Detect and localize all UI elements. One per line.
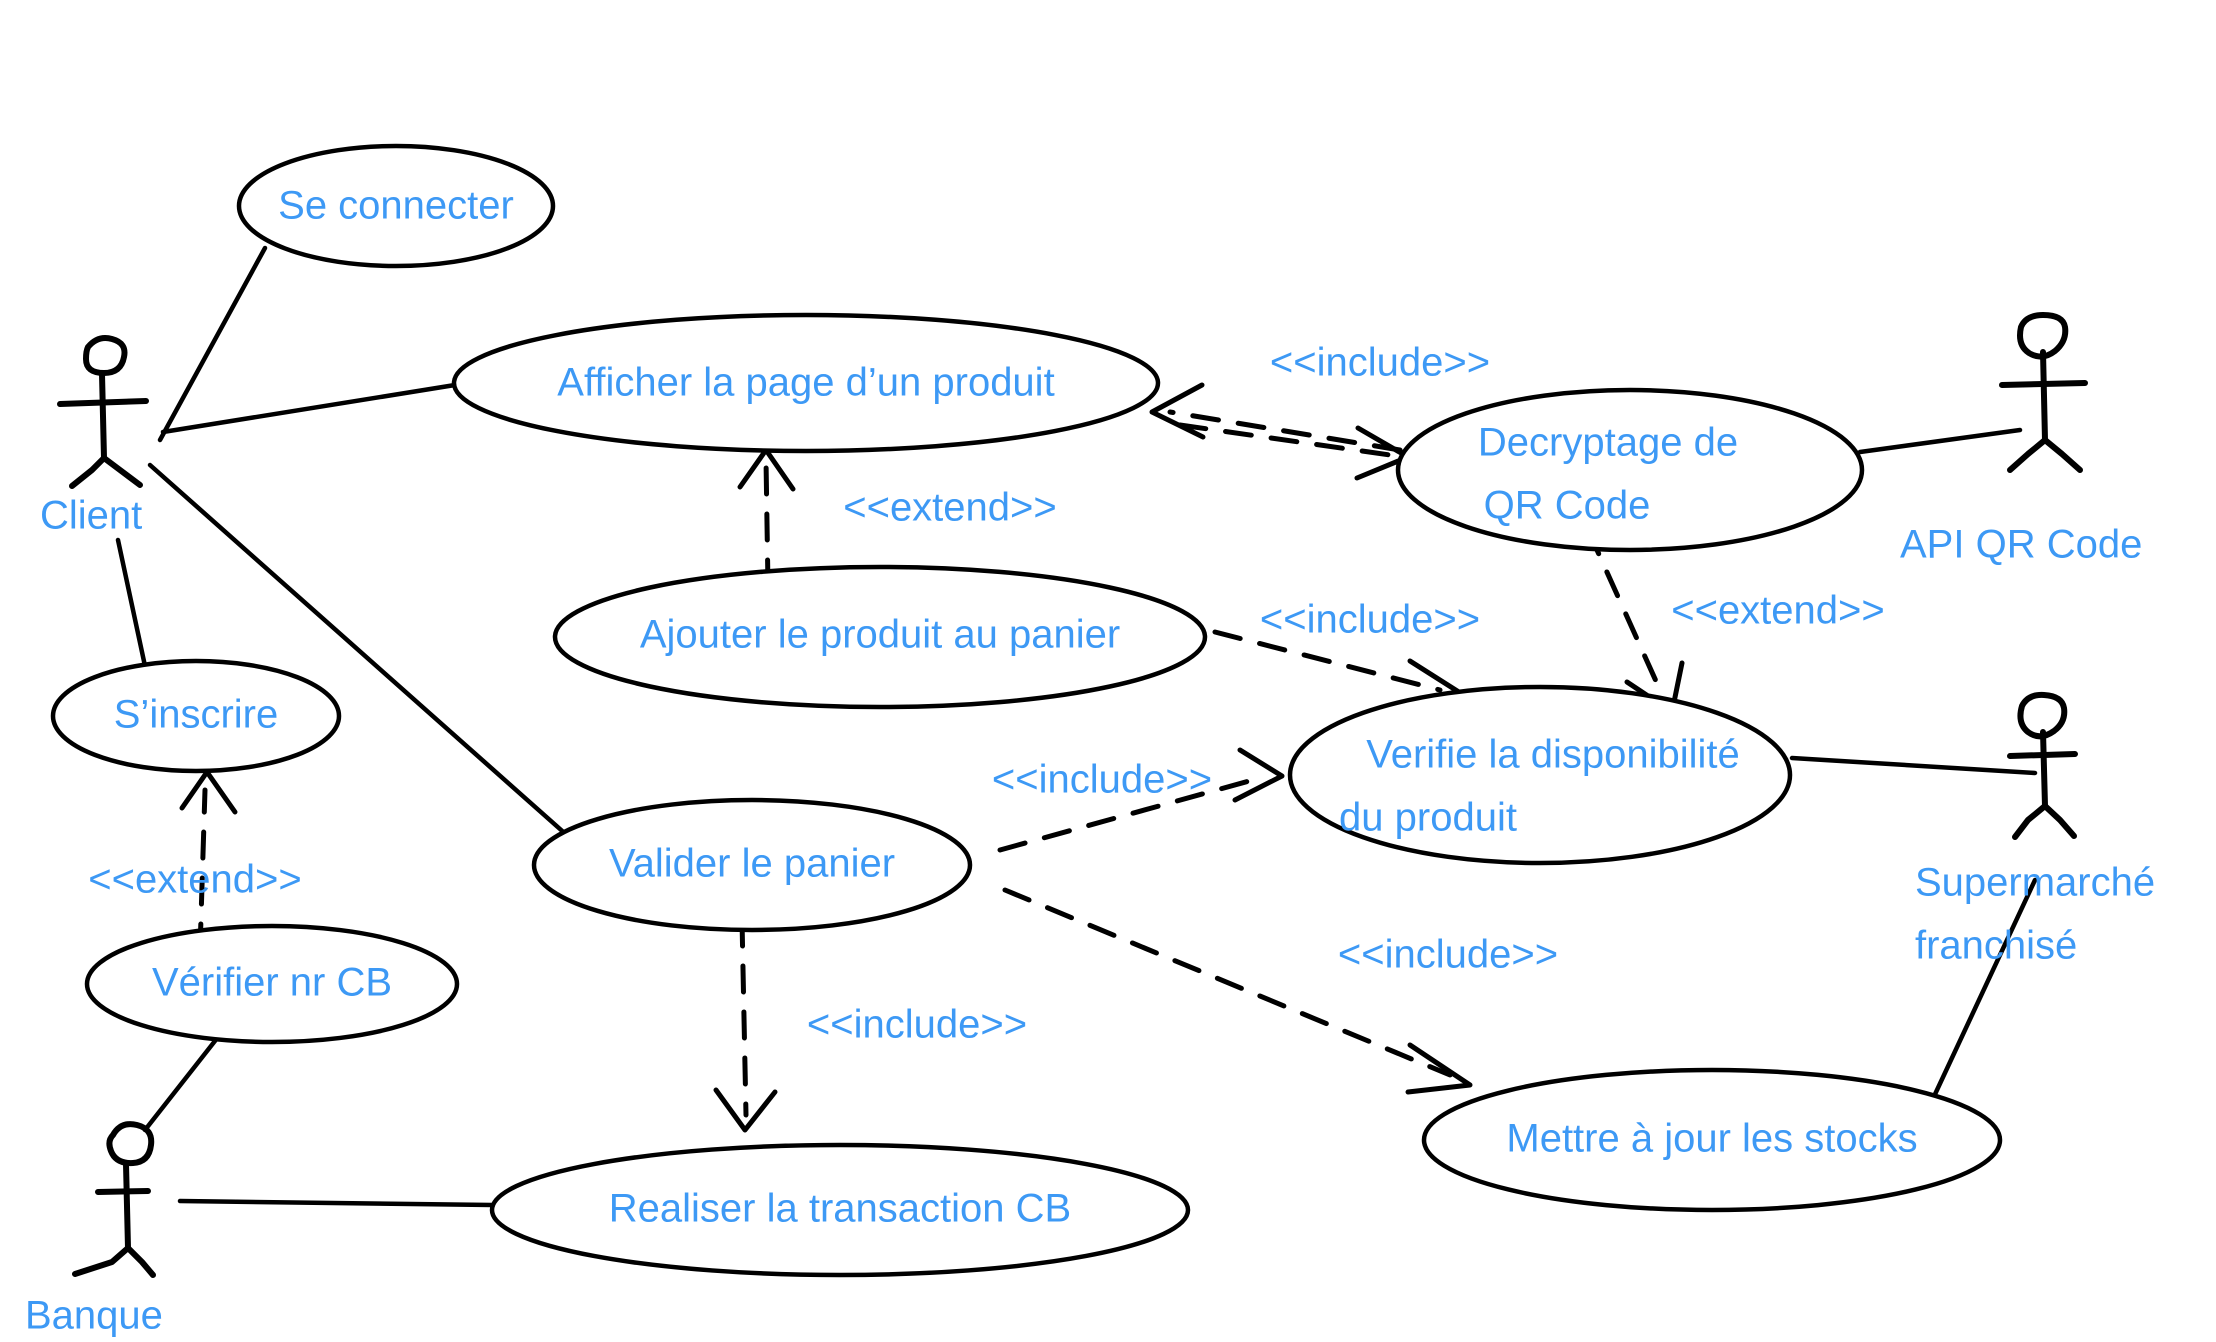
use-case-verifie-disponibilite-label-line1: Verifie la disponibilité	[1366, 733, 1740, 777]
label-include-ajouter-verifie: <<include>>	[1260, 598, 1480, 642]
arrowhead-include-afficher	[1149, 382, 1206, 440]
dep-ajouter-includes-verifie	[1212, 629, 1443, 693]
use-case-sinscrire-label: S’inscrire	[114, 693, 278, 737]
dep-valider-includes-verifie	[997, 775, 1263, 853]
actor-banque[interactable]: Banque	[25, 1121, 163, 1338]
dep-decryptage-incoming	[1177, 422, 1393, 458]
use-case-verifier-nr-cb[interactable]: Vérifier nr CB	[84, 923, 460, 1045]
label-include-afficher-decryptage: <<include>>	[1270, 341, 1490, 385]
assoc-supermarche-verifie-dispo	[1789, 755, 2038, 776]
arrowhead-include-transaction	[713, 1087, 778, 1133]
use-case-afficher-page-produit-label: Afficher la page d’un produit	[557, 361, 1054, 405]
use-case-mettre-a-jour-stocks[interactable]: Mettre à jour les stocks	[1421, 1067, 2003, 1213]
actor-client-figure	[57, 335, 149, 489]
use-case-ajouter-produit-panier-label: Ajouter le produit au panier	[640, 613, 1120, 657]
assoc-client-valider-panier	[147, 462, 581, 848]
use-case-se-connecter[interactable]: Se connecter	[236, 143, 556, 269]
actor-banque-figure	[72, 1121, 156, 1278]
dep-valider-includes-transaction	[739, 917, 749, 1118]
use-case-decryptage-qr-code-label-line2: QR Code	[1484, 484, 1651, 528]
assoc-client-sinscrire	[115, 537, 151, 683]
arrowhead-include-stocks	[1405, 1042, 1473, 1095]
actor-client-label: Client	[40, 494, 142, 538]
dep-valider-includes-stocks	[1002, 887, 1453, 1078]
use-case-ajouter-produit-panier[interactable]: Ajouter le produit au panier	[552, 564, 1208, 710]
use-case-sinscrire[interactable]: S’inscrire	[50, 658, 342, 774]
dep-verifier-cb-extends-sinscrire	[197, 787, 208, 953]
use-case-mettre-a-jour-stocks-label: Mettre à jour les stocks	[1506, 1117, 1917, 1161]
assoc-api-qr-decryptage	[1857, 427, 2023, 455]
actor-banque-label: Banque	[25, 1294, 163, 1338]
assoc-supermarche-stocks	[1927, 877, 2038, 1108]
actor-supermarche-franchise-label-line1: Supermarché	[1915, 861, 2155, 905]
actor-supermarche-franchise-label-line2: franchisé	[1915, 924, 2077, 968]
use-case-verifie-disponibilite[interactable]: Verifie la disponibilité du produit	[1287, 684, 1793, 866]
actor-supermarche-franchise-figure	[2007, 691, 2078, 840]
use-case-se-connecter-label: Se connecter	[278, 184, 514, 228]
association-lines	[115, 245, 2038, 1208]
label-include-valider-stocks: <<include>>	[1338, 933, 1558, 977]
dep-decryptage-extends-verifie	[1585, 527, 1663, 693]
assoc-banque-realiser-transaction	[177, 1198, 495, 1208]
label-include-valider-transaction: <<include>>	[807, 1003, 1027, 1047]
use-case-verifie-disponibilite-label-line2: du produit	[1339, 796, 1517, 840]
use-case-afficher-page-produit[interactable]: Afficher la page d’un produit	[451, 312, 1161, 454]
actor-api-qr-code-label: API QR Code	[1900, 523, 2142, 567]
use-case-ellipses: Se connecter Afficher la page d’un produ…	[50, 143, 2003, 1278]
label-extend-ajouter-afficher: <<extend>>	[843, 486, 1057, 530]
dep-ajouter-extends-afficher	[763, 457, 771, 589]
actors: Client API QR Code	[25, 312, 2155, 1338]
label-extend-decryptage-verifie: <<extend>>	[1671, 589, 1885, 633]
use-case-realiser-transaction-cb[interactable]: Realiser la transaction CB	[489, 1142, 1191, 1278]
arrowhead-extend-sinscrire	[179, 769, 238, 815]
assoc-client-afficher-page	[160, 382, 458, 435]
relationship-labels: <<extend>> <<include>> <<include>> <<ext…	[88, 341, 1885, 1047]
arrowhead-include-verifie-left	[1232, 747, 1285, 803]
dep-afficher-includes-decryptage	[1167, 409, 1403, 453]
use-case-decryptage-qr-code[interactable]: Decryptage de QR Code	[1395, 387, 1865, 553]
actor-supermarche-franchise[interactable]: Supermarché franchisé	[1915, 691, 2155, 968]
actor-client[interactable]: Client	[40, 335, 149, 538]
use-case-realiser-transaction-cb-label: Realiser la transaction CB	[609, 1187, 1071, 1231]
label-include-valider-verifie: <<include>>	[992, 758, 1212, 802]
assoc-banque-verifier-cb	[142, 1029, 225, 1133]
use-case-decryptage-qr-code-label-line1: Decryptage de	[1478, 421, 1738, 465]
use-case-valider-panier-label: Valider le panier	[609, 842, 895, 886]
actor-api-qr-code-figure	[1999, 312, 2088, 473]
label-extend-verifier-cb-sinscrire: <<extend>>	[88, 858, 302, 902]
assoc-client-se-connecter	[157, 245, 268, 443]
use-case-verifier-nr-cb-label: Vérifier nr CB	[152, 961, 392, 1005]
use-case-valider-panier[interactable]: Valider le panier	[531, 797, 973, 933]
actor-api-qr-code[interactable]: API QR Code	[1900, 312, 2142, 567]
